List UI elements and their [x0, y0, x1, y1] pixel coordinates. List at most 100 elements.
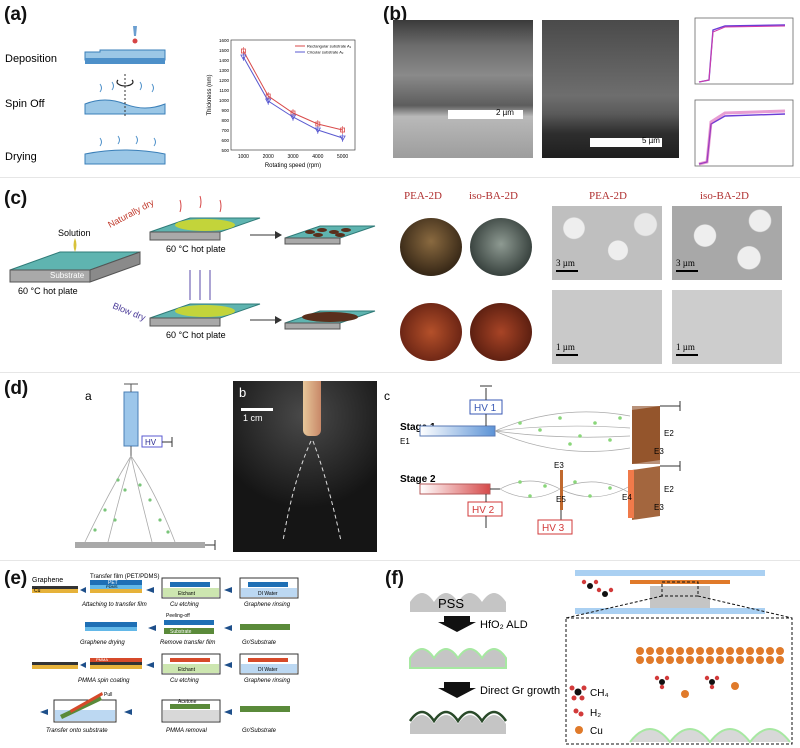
x-tick-label: 2000: [263, 154, 274, 160]
data-point-tri: [339, 135, 346, 142]
col-label-iso-ba-2d-2: iso-BA-2D: [700, 190, 749, 202]
panel-label-c: (c): [4, 188, 28, 209]
y-tick-label: 1100: [219, 88, 229, 93]
cu-atom-icon: [575, 726, 583, 734]
step-drying-label: Drying: [5, 151, 37, 163]
panel-label-d: (d): [4, 378, 29, 399]
series-line-1: [242, 56, 343, 139]
y-tick-label: 800: [221, 118, 229, 123]
y-axis-label: Thickness (nm): [207, 74, 213, 115]
growth-label: Direct Gr growth: [480, 685, 560, 697]
electrode-e5: E5: [556, 495, 566, 504]
di-water-label-1: DI Water: [258, 591, 278, 597]
scale-1um-b: 1 µm: [676, 342, 695, 352]
transmittance-plots: [694, 17, 794, 167]
y-tick-label: 1500: [219, 48, 230, 53]
col-label-pea-2d-2: PEA-2D: [589, 190, 627, 202]
scale-1um-a: 1 µm: [556, 342, 575, 352]
electrode-e2-bottom: E2: [664, 485, 674, 494]
hv-label: HV: [145, 438, 157, 447]
scale-3um-a: 3 µm: [556, 258, 575, 268]
photo-scale-label: 1 cm: [243, 413, 263, 423]
panel-label-f: (f): [385, 568, 404, 589]
stage1-label: Stage 1: [400, 422, 436, 433]
caption-gr-substrate-2: Gr/Substrate: [242, 728, 277, 734]
col-label-iso-ba-2d-1: iso-BA-2D: [469, 190, 518, 202]
y-tick-label: 1300: [219, 68, 230, 73]
hot-plate-label-1: 60 °C hot plate: [18, 286, 78, 296]
x-tick-label: 5000: [337, 154, 348, 160]
substrate-label-e: Substrate: [170, 629, 192, 635]
caption-cu-etching-2: Cu etching: [170, 678, 199, 684]
pet-label: PET: [108, 580, 118, 586]
pull-label: Pull: [104, 692, 112, 698]
panel-label-e: (e): [4, 568, 28, 589]
x-tick-label: 4000: [312, 154, 323, 160]
panel-label-b: (b): [383, 4, 408, 25]
graphene-transfer-schematic: Graphene Cu Transfer film (PET/PDMS) PET…: [32, 574, 299, 734]
electrode-e3-top: E3: [654, 447, 664, 456]
legend-label: Circular substrate A₂: [307, 50, 344, 55]
hv2-label: HV 2: [472, 505, 495, 516]
film-photo-pea-natural: [400, 218, 462, 276]
sem-iso-blow: 1 µm: [672, 290, 782, 364]
sub-label-a: a: [85, 389, 92, 403]
substrate-label: Substrate: [50, 271, 85, 280]
electrospray-photo: b 1 cm: [233, 381, 377, 552]
electrospray-schematic: a HV: [75, 383, 216, 550]
di-water-label-2: DI Water: [258, 667, 278, 673]
pdms-label: PDMS: [106, 584, 118, 589]
caption-pmma-coating: PMMA spin coating: [78, 678, 130, 684]
caption-attaching: Attaching to transfer film: [81, 602, 147, 608]
col-label-pea-2d-1: PEA-2D: [404, 190, 442, 202]
acetone-label: Acetone: [178, 699, 197, 705]
step-deposition-label: Deposition: [5, 53, 57, 65]
peeling-label: Peeling-off: [166, 613, 190, 619]
sem-pea-natural: 3 µm: [552, 206, 662, 280]
x-tick-label: 1000: [238, 154, 249, 160]
pmma-label: PMMA: [96, 657, 108, 662]
sem-iso-natural: 3 µm: [672, 206, 782, 280]
drying-process-schematic: Solution Substrate 60 °C hot plate 60 °C…: [9, 195, 376, 340]
y-tick-label: 500: [221, 148, 229, 153]
legend-cu: Cu: [590, 726, 603, 737]
naturally-dry-label: Naturally dry: [106, 197, 156, 230]
caption-remove-film: Remove transfer film: [160, 640, 215, 646]
electrode-e4: E4: [622, 493, 632, 502]
scale-bar-2um: 2 µm: [496, 108, 514, 117]
data-point-tri: [240, 54, 247, 61]
film-photo-iso-natural: [470, 218, 532, 276]
y-tick-label: 1400: [219, 58, 230, 63]
film-photo-iso-blow: [470, 303, 532, 361]
pss-label: PSS: [438, 596, 464, 611]
caption-rinsing-2: Graphene rinsing: [244, 678, 291, 684]
x-axis-label: Rotating speed (rpm): [265, 163, 321, 169]
cu-label: Cu: [34, 588, 41, 594]
caption-drying: Graphene drying: [80, 640, 125, 646]
y-tick-label: 1000: [219, 98, 230, 103]
electrode-e2-top: E2: [664, 429, 674, 438]
caption-gr-substrate-1: Gr/Substrate: [242, 640, 277, 646]
ald-label: HfO₂ ALD: [480, 619, 528, 631]
solution-label: Solution: [58, 228, 91, 238]
dual-stage-electrospray-schematic: c Stage 1 Stage 2 E1 HV 1 E2 E3 HV 2 E3 …: [384, 385, 681, 535]
sub-label-b: b: [239, 385, 247, 400]
data-point-tri: [314, 127, 321, 134]
panel-label-a: (a): [4, 4, 28, 25]
step-spin-off-label: Spin Off: [5, 98, 45, 110]
caption-rinsing-1: Graphene rinsing: [244, 602, 291, 608]
legend-label: Rectangular substrate A₁: [307, 44, 352, 49]
hot-plate-label-2: 60 °C hot plate: [166, 244, 226, 254]
h2-molecule-icon: [573, 708, 584, 717]
hot-plate-label-3: 60 °C hot plate: [166, 330, 226, 340]
sub-label-c: c: [384, 389, 390, 403]
down-arrow-icon-2: [438, 682, 476, 698]
legend-ch4: CH₄: [590, 688, 609, 699]
sem-pea-blow: 1 µm: [552, 290, 662, 364]
caption-transfer-substrate: Transfer onto substrate: [46, 728, 108, 734]
down-arrow-icon-1: [438, 616, 476, 632]
electrode-e3-mid: E3: [554, 461, 564, 470]
etchant-label-1: Etchant: [178, 591, 196, 597]
data-point-tri: [265, 98, 272, 105]
